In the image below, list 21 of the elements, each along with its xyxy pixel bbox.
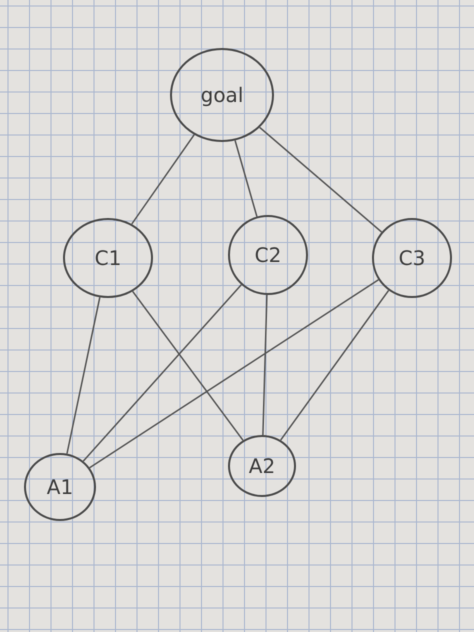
connector-line xyxy=(82,284,242,462)
node-label: A1 xyxy=(46,475,74,499)
node-label: C2 xyxy=(254,243,282,267)
connector-line xyxy=(131,134,195,224)
node-label: C3 xyxy=(398,246,426,270)
connector-line xyxy=(89,279,379,468)
node-circle xyxy=(372,218,452,298)
node-circle xyxy=(63,218,153,298)
node-circle xyxy=(228,435,296,497)
node-circle xyxy=(228,215,308,295)
connector-line xyxy=(66,297,101,454)
connector-line xyxy=(132,290,244,441)
node-label: A2 xyxy=(248,454,276,478)
connector-line xyxy=(262,294,268,436)
connector-line xyxy=(259,126,382,233)
node-circle xyxy=(24,453,96,521)
connector-line xyxy=(280,290,390,441)
node-circle xyxy=(170,48,274,142)
node-label: C1 xyxy=(94,246,122,270)
connector-line xyxy=(234,140,258,217)
node-label: goal xyxy=(200,83,244,107)
